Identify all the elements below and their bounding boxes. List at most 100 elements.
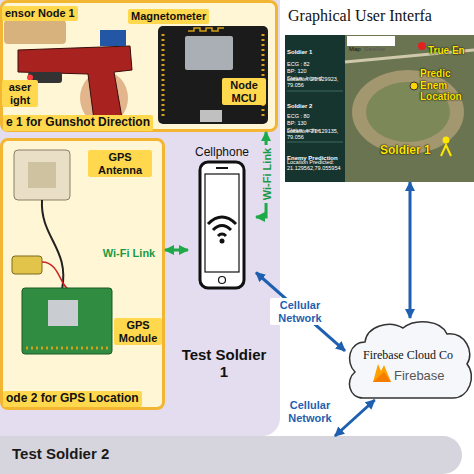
laser-sight — [28, 72, 62, 83]
connector — [256, 273, 345, 351]
pcb-antenna — [188, 28, 224, 31]
map-label: Predic Enem Location — [420, 68, 470, 103]
phone-outline — [188, 142, 256, 292]
text-slot: Location: 21.129135, 79.056 — [287, 125, 343, 143]
info-text: BP: 120 — [287, 68, 307, 74]
laser-dot — [27, 75, 33, 81]
map-label: Soldier 1 — [380, 144, 431, 158]
wifi-arc — [218, 234, 226, 236]
antenna-patch — [28, 162, 56, 188]
sensor-box — [4, 20, 66, 44]
text-slot: Cellular Network — [270, 298, 330, 326]
text-slot: ensor Node 1 — [2, 3, 78, 21]
text-slot: Test Soldier 2 — [12, 445, 109, 463]
link-label: Wi-Fi Link — [260, 145, 275, 203]
phone-speaker — [216, 167, 228, 169]
info-text: Location: 21.129135, 79.056 — [287, 128, 343, 141]
info-text: BP: 130 — [287, 120, 307, 126]
soldier-icon-body — [441, 145, 451, 156]
connector — [335, 400, 375, 436]
callout-label: aser ight — [2, 80, 38, 107]
node-title: Cellphone — [195, 146, 249, 160]
link-label: Cellular Network — [280, 398, 340, 425]
text-slot: GPS Antenna — [88, 150, 152, 178]
text-slot: Cellphone — [188, 142, 256, 160]
logo-text: Firebase — [394, 369, 445, 384]
text-slot: Predic Enem Location — [420, 68, 470, 104]
cloud-node: Firebase Cloud Co Firebase — [345, 318, 474, 400]
text-slot: Cellular Network — [280, 398, 340, 426]
map-tab: Map — [349, 46, 361, 53]
soldier-band: Test Soldier 2 — [0, 436, 462, 474]
cloud-shape — [349, 322, 471, 398]
info-separator — [287, 142, 343, 143]
info-heading: Soldier 1 — [287, 49, 312, 56]
wifi-arc — [213, 226, 231, 231]
text-slot: e 1 for Gunshot Direction — [3, 112, 153, 131]
nodemcu-board — [158, 26, 268, 124]
flame — [373, 364, 391, 382]
info-text: Location Predicted: 21.129562,79.055954 — [287, 159, 343, 172]
info-panel — [285, 35, 345, 182]
wifi-dot — [220, 239, 225, 244]
group-title: Test Soldier 1 — [180, 346, 268, 381]
true-enemy-marker — [418, 42, 426, 50]
text-slot: Firebase Cloud Co — [363, 345, 453, 363]
text-slot: GPS Module — [114, 318, 162, 346]
text-slot: Wi-Fi Link — [257, 143, 275, 205]
text-slot: aser ight — [2, 80, 38, 108]
info-text: Location: 21.129923, 79.056 — [287, 76, 343, 89]
phone-button — [219, 277, 226, 284]
info-heading: Soldier 2 — [287, 103, 312, 110]
callout-label: GPS Module — [114, 318, 162, 345]
text-slot: Node MCU — [222, 78, 266, 106]
gps-node-photo — [12, 150, 112, 354]
connector — [409, 182, 412, 318]
field — [352, 70, 464, 154]
text-slot: Wi-Fi Link — [96, 243, 162, 261]
text-slot: Test Soldier 1 — [180, 346, 268, 381]
pin-row — [262, 34, 265, 118]
satellite-map — [345, 35, 474, 182]
info-separator — [287, 91, 343, 92]
phone-screen — [205, 174, 239, 272]
text-slot: Graphical User Interfa — [288, 7, 432, 25]
group-title: Test Soldier 2 — [12, 445, 109, 462]
magnetometer-board — [100, 30, 126, 46]
node-title: Firebase Cloud Co — [363, 349, 453, 363]
soldier-icon-head — [443, 137, 450, 144]
pin-row — [162, 34, 165, 118]
pistol — [18, 46, 132, 120]
pin-row — [26, 347, 108, 350]
callout-label: ensor Node 1 — [2, 6, 78, 21]
connector — [165, 249, 188, 252]
panel-caption: e 1 for Gunshot Direction — [3, 115, 153, 131]
predicted-enemy-marker — [410, 82, 418, 90]
link-label: Wi-Fi Link — [100, 246, 158, 261]
panel-caption: ode 2 for GPS Location — [3, 391, 142, 407]
map-tab: Satellite — [364, 46, 385, 53]
link-label: Cellular Network — [270, 298, 330, 325]
text-slot: ode 2 for GPS Location — [3, 388, 142, 407]
text-slot: Firebase — [394, 366, 445, 384]
gps-antenna — [14, 150, 70, 200]
cellphone-node: Cellphone — [188, 142, 256, 292]
battery — [12, 256, 42, 274]
phone-body — [200, 162, 244, 288]
panel-title: Graphical User Interfa — [288, 7, 432, 25]
sensor-node-photo — [4, 20, 268, 125]
map-label: True En — [428, 45, 465, 57]
text-slot: Magnetometer — [128, 6, 209, 24]
info-text: ECG : 80 — [287, 113, 310, 119]
road — [345, 50, 474, 62]
usb-port — [200, 110, 222, 122]
text-slot: Location Predicted: 21.129562,79.055954 — [287, 156, 343, 174]
map-tabs — [347, 36, 395, 46]
text-slot: Location: 21.129923, 79.056 — [287, 73, 343, 91]
callout-label: Magnetometer — [128, 9, 209, 24]
wire — [42, 262, 70, 290]
gps-chip — [48, 300, 78, 326]
firebase-logo — [373, 364, 391, 382]
info-text: ECG : 82 — [287, 61, 310, 67]
text-slot: Soldier 1 — [380, 140, 431, 158]
